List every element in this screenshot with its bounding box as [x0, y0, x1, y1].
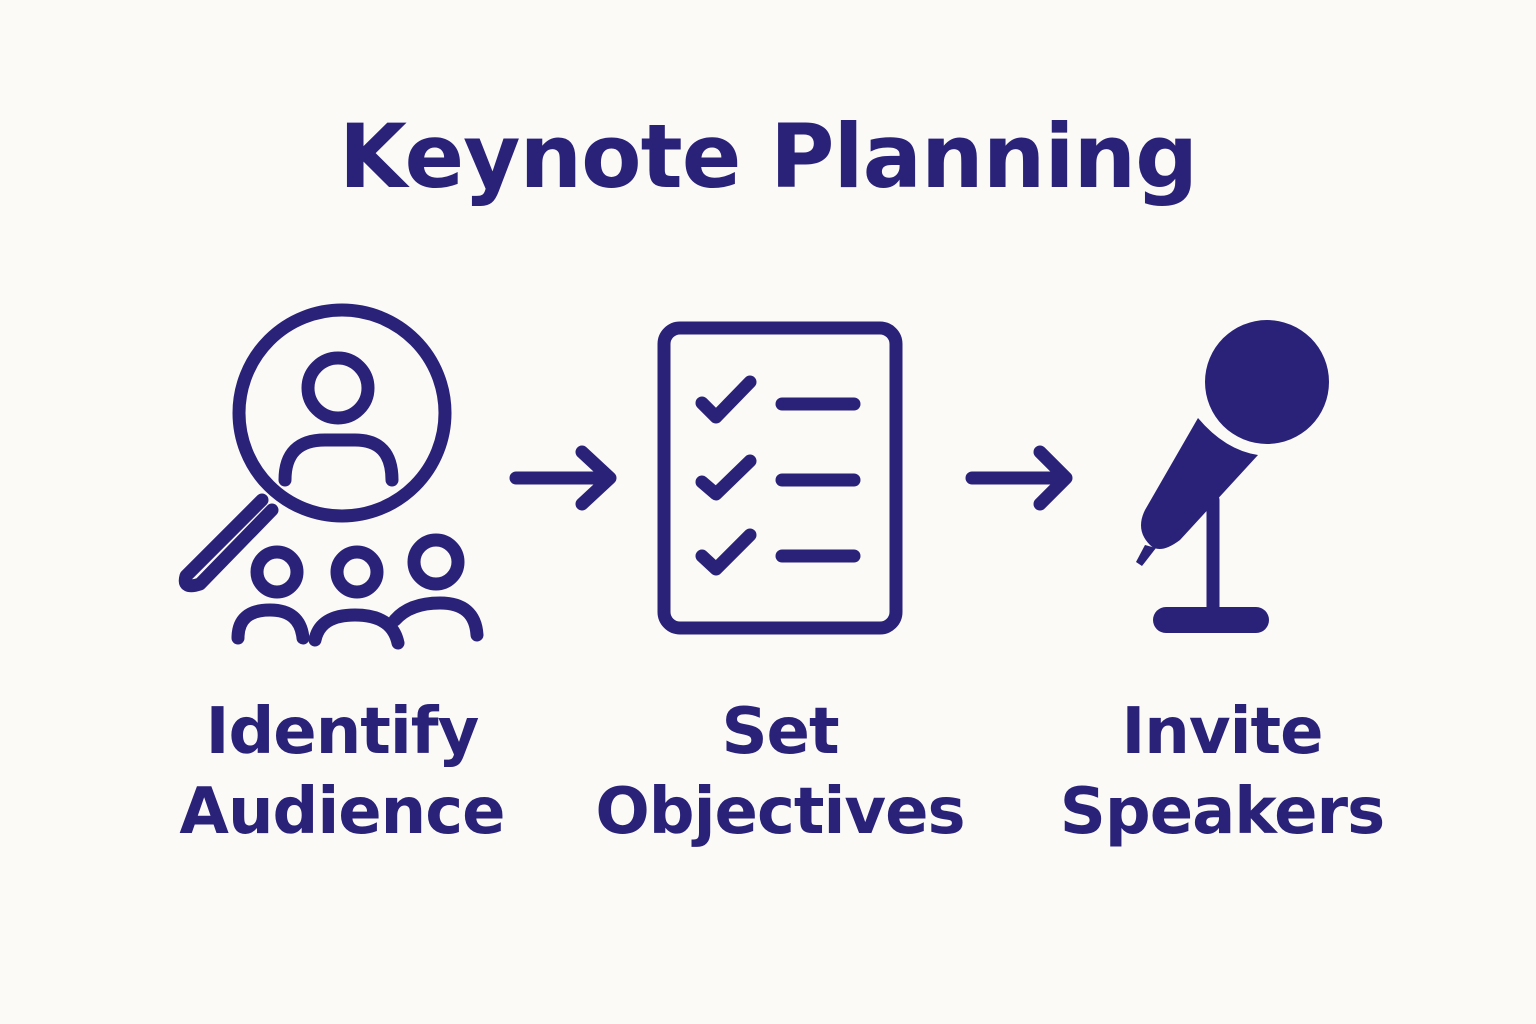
audience-search-icon — [178, 303, 484, 650]
step-label-line1: Identify — [205, 695, 480, 769]
step-set-objectives: Set Objectives — [550, 692, 1010, 852]
step-label-line2: Objectives — [595, 775, 965, 849]
checklist-icon — [657, 321, 903, 635]
step-invite-speakers: Invite Speakers — [992, 692, 1452, 852]
step-identify-audience: Identify Audience — [112, 692, 572, 852]
step-label-line1: Invite — [1121, 695, 1323, 769]
step-label-line1: Set — [721, 695, 839, 769]
arrow-right-icon — [965, 445, 1073, 511]
microphone-icon — [1153, 493, 1269, 633]
arrow-right-icon — [509, 445, 617, 511]
step-label-line2: Speakers — [1059, 775, 1385, 849]
page-title: Keynote Planning — [338, 105, 1198, 208]
microphone-head-icon — [1136, 320, 1329, 566]
step-label-line2: Audience — [179, 775, 505, 849]
